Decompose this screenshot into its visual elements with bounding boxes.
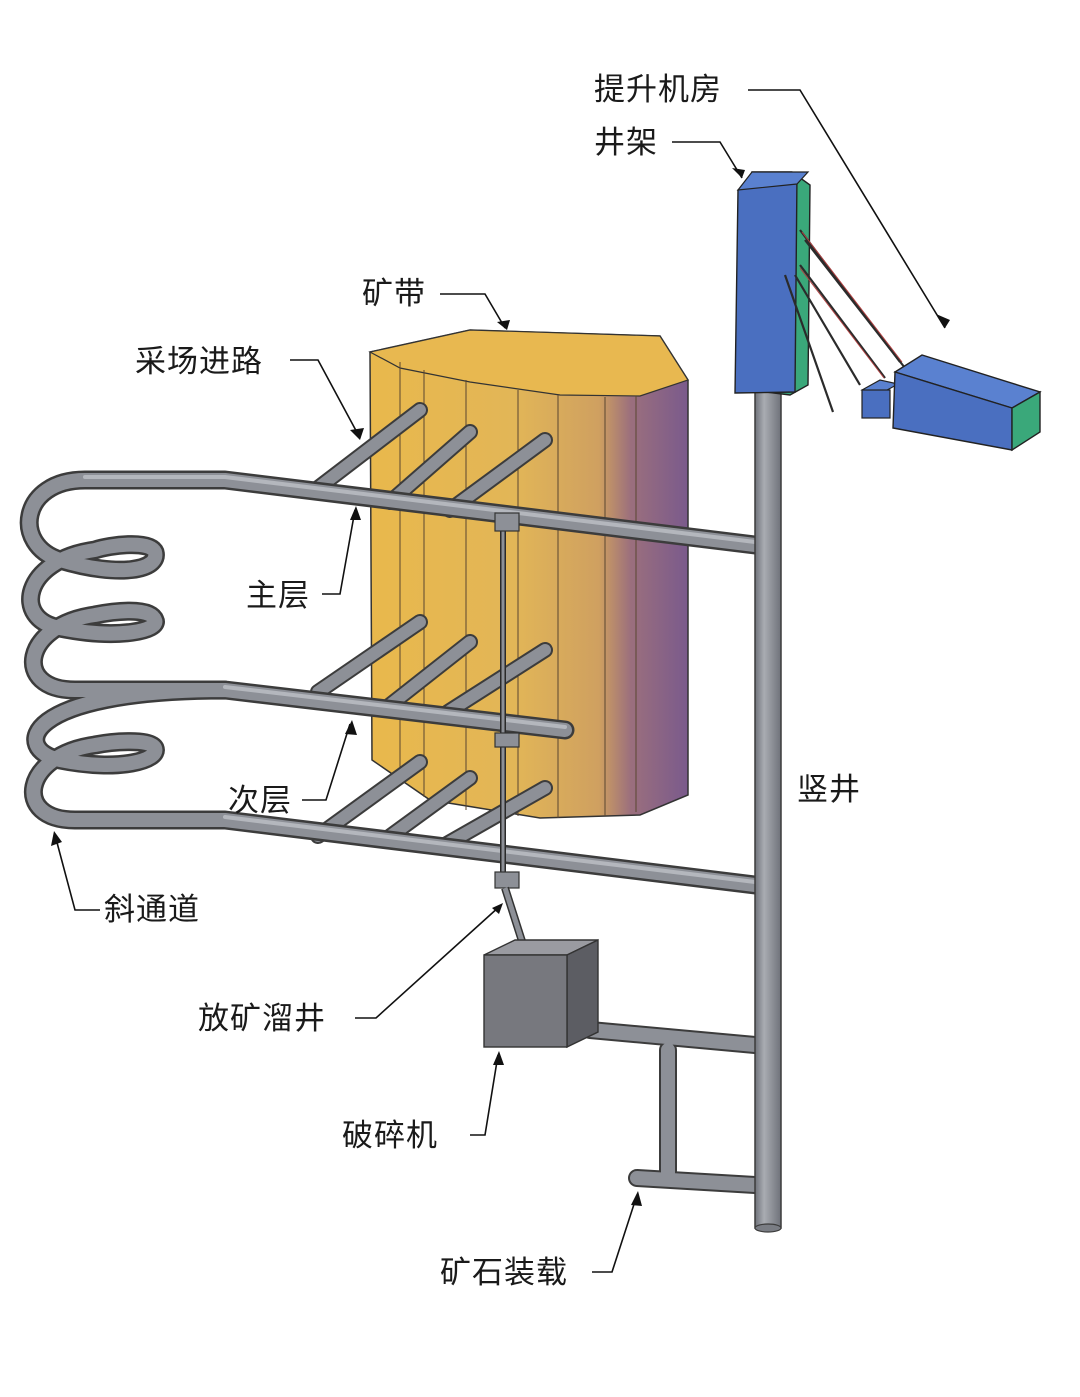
label-main-level: 主层 <box>246 578 310 614</box>
ramp-and-levels <box>19 470 765 895</box>
hoist-house <box>860 354 1042 452</box>
label-hoist-house: 提升机房 <box>594 72 722 108</box>
label-ore-pass: 放矿溜井 <box>198 1001 326 1037</box>
label-ramp: 斜通道 <box>104 892 200 928</box>
loading-pipes <box>581 1021 764 1194</box>
label-stope-access: 采场进路 <box>135 344 263 380</box>
label-shaft: 竖井 <box>797 772 861 808</box>
vertical-shaft <box>754 389 782 1233</box>
label-sub-level: 次层 <box>228 783 292 819</box>
label-crusher: 破碎机 <box>342 1118 438 1154</box>
label-ore-body: 矿带 <box>362 276 426 312</box>
labels: 提升机房 井架 矿带 采场进路 主层 次层 斜通道 竖井 放矿溜井 破碎机 矿石… <box>104 72 861 1291</box>
headframe <box>734 171 906 413</box>
tunnel-network <box>19 402 765 1194</box>
leader-lines <box>51 89 950 1273</box>
stope-access-drifts <box>310 402 553 853</box>
label-ore-loading: 矿石装载 <box>440 1255 568 1291</box>
crusher-block <box>483 938 599 1049</box>
label-headframe: 井架 <box>594 125 658 161</box>
